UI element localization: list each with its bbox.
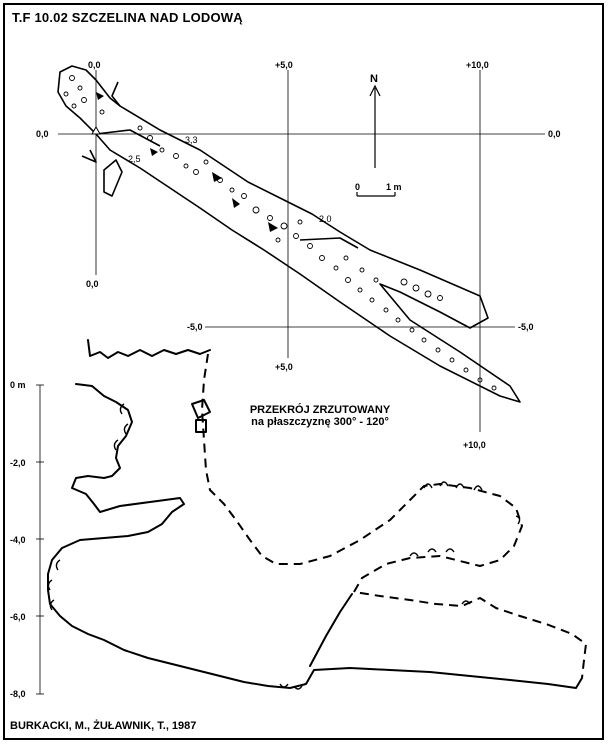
map-frame (3, 3, 604, 740)
depth-axis-label-2: -2,0 (10, 458, 26, 468)
depth-axis-label-4: -4,0 (10, 535, 26, 545)
scale-bar (356, 192, 396, 197)
grid-label-x-plus5-top: +5,0 (275, 60, 293, 70)
grid-label-y-zero-left: 0,0 (36, 129, 49, 139)
depth-label-3: 2,0 (319, 214, 332, 224)
section-depth-axis (36, 384, 44, 695)
map-title: T.F 10.02 SZCZELINA NAD LODOWĄ (12, 10, 243, 25)
grid-label-y-minus5-left: -5,0 (187, 322, 203, 332)
depth-axis-label-6: -6,0 (10, 612, 26, 622)
section-title-line1: PRZEKRÓJ ZRZUTOWANY (249, 404, 391, 416)
section-outline-solid (47, 339, 583, 689)
entrance-marker-icon (91, 125, 101, 135)
plan-slope-markers (96, 92, 278, 232)
grid-label-y-minus5-right: -5,0 (518, 322, 534, 332)
section-outline-dashed (201, 353, 587, 679)
section-title-line2: na płaszczyznę 300° - 120° (251, 416, 389, 428)
depth-axis-label-0: 0 m (10, 380, 26, 390)
grid-label-x-plus10-bottom: +10,0 (463, 440, 486, 450)
scale-start-label: 0 (355, 182, 361, 192)
north-arrow (369, 84, 381, 168)
grid-label-x-zero-top: 0,0 (88, 60, 101, 70)
depth-label-1: 3,3 (185, 135, 198, 145)
scale-end-label: 1 m (386, 182, 402, 192)
depth-axis-label-8: -8,0 (10, 689, 26, 699)
section-ceiling-bumps (47, 403, 521, 690)
north-label: N (370, 73, 378, 85)
grid-label-x-plus10-top: +10,0 (466, 60, 489, 70)
authors-credit: BURKACKI, M., ŻUŁAWNIK, T., 1987 (10, 720, 197, 732)
plan-rubble (63, 75, 497, 391)
depth-label-2: 2,5 (128, 154, 141, 164)
plan-outline (57, 65, 521, 403)
plan-grid (58, 70, 545, 432)
section-title: PRZEKRÓJ ZRZUTOWANY na płaszczyznę 300° … (210, 404, 430, 428)
grid-label-y-zero-right: 0,0 (548, 129, 561, 139)
grid-label-x-zero-bottom: 0,0 (86, 279, 99, 289)
grid-label-x-plus5-bottom: +5,0 (275, 362, 293, 372)
